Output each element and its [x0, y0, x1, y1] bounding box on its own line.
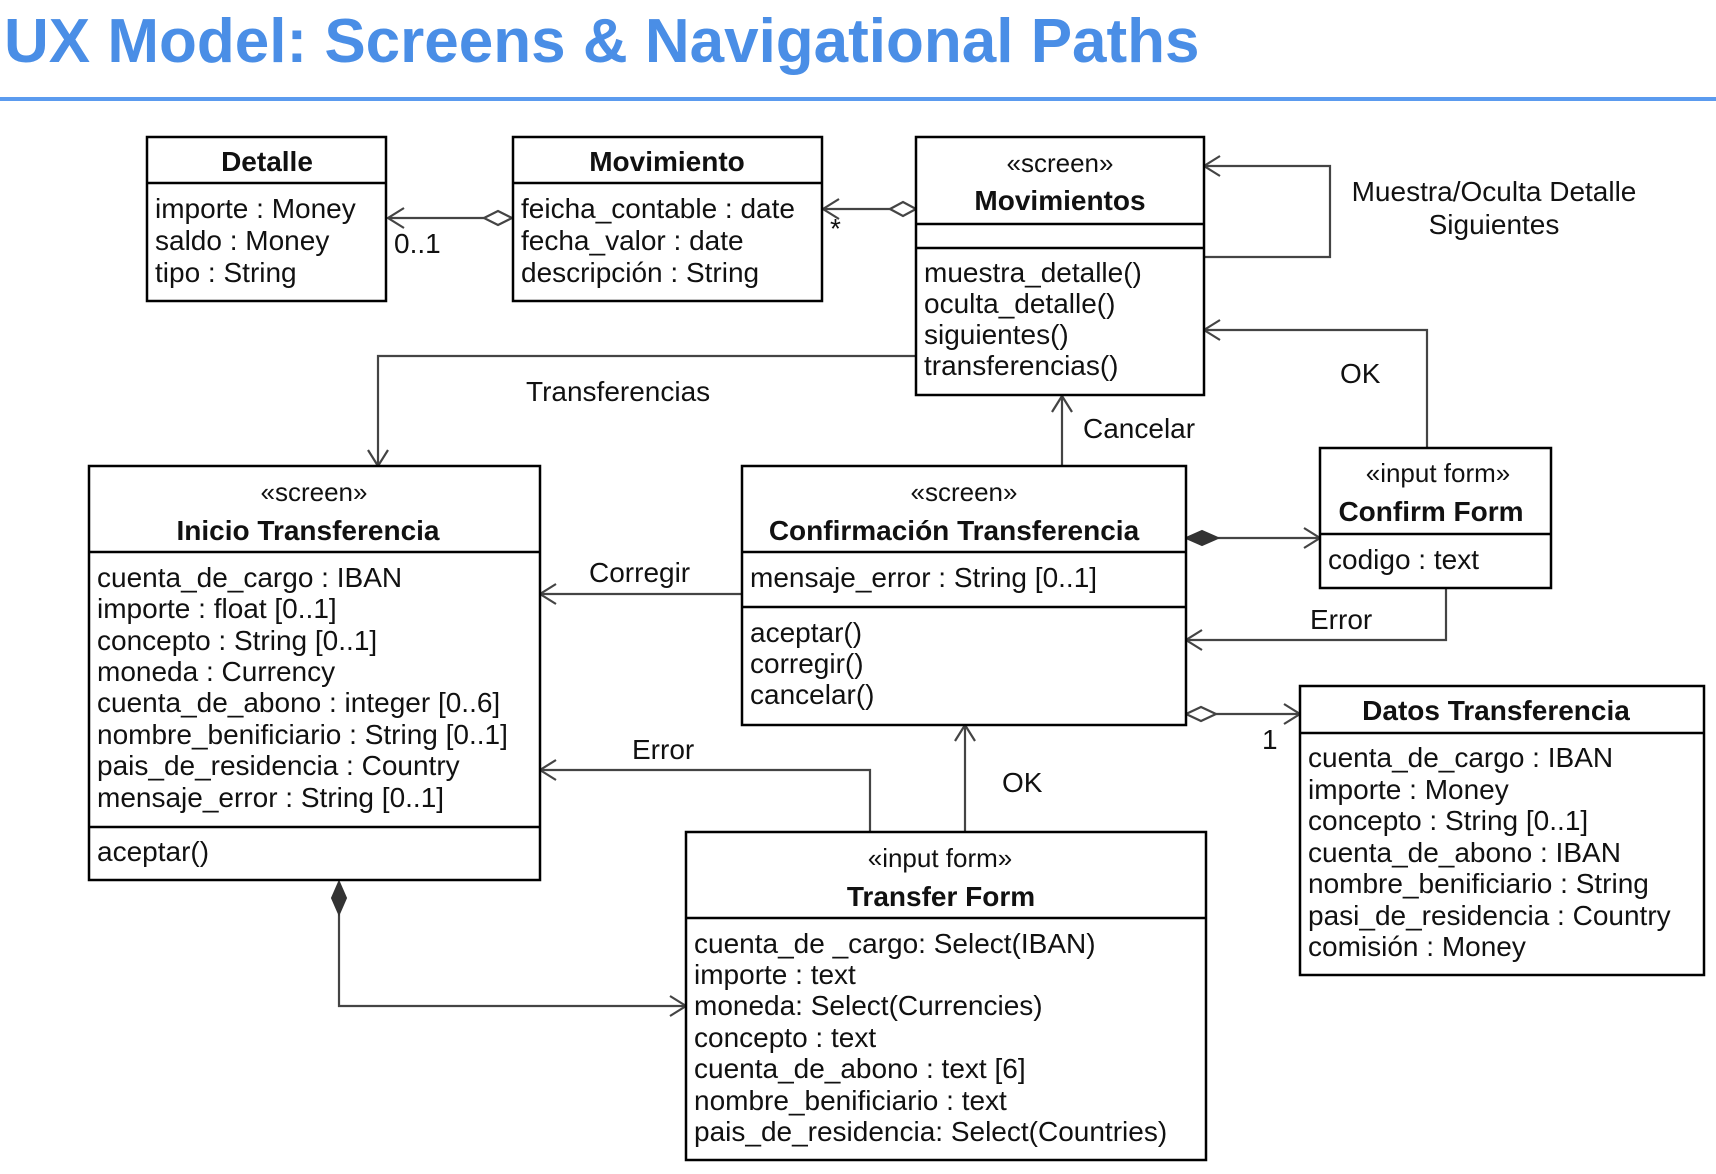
- edge-movimientos-movimiento: *: [820, 198, 919, 244]
- class-detalle: Detalle importe : Money saldo : Money ti…: [145, 135, 388, 303]
- class-datos-transferencia: Datos Transferencia cuenta_de_cargo : IB…: [1298, 684, 1706, 977]
- class-inicio-transferencia-screen: «screen» Inicio Transferencia cuenta_de_…: [87, 464, 542, 882]
- page-title: UX Model: Screens & Navigational Paths: [4, 7, 1200, 76]
- edge-confirm-error: Error: [1183, 588, 1448, 651]
- attribute: cuenta_de_abono : integer [0..6]: [97, 687, 500, 718]
- attribute: importe : text: [694, 959, 856, 990]
- attribute: pais_de_residencia : Country: [97, 750, 460, 781]
- attribute: importe : float [0..1]: [97, 593, 337, 624]
- stereotype: «input form»: [868, 843, 1013, 873]
- attribute: nombre_benificiario : String [0..1]: [97, 719, 508, 750]
- stereotype: «screen»: [261, 477, 368, 507]
- edge-transferencias: Transferencias: [367, 354, 915, 469]
- attribute: descripción : String: [521, 257, 759, 288]
- class-name: Inicio Transferencia: [177, 515, 440, 546]
- attribute: concepto : text: [694, 1022, 876, 1053]
- class-name: Movimientos: [974, 185, 1145, 216]
- operation: corregir(): [750, 648, 864, 679]
- class-movimiento: Movimiento feicha_contable : date fecha_…: [511, 135, 824, 303]
- attribute: cuenta_de_cargo : IBAN: [1308, 742, 1613, 773]
- class-confirm-form: «input form» Confirm Form codigo : text: [1318, 446, 1553, 590]
- attribute: codigo : text: [1328, 544, 1479, 575]
- label-ok-confirm: OK: [1340, 358, 1381, 389]
- attribute: concepto : String [0..1]: [97, 625, 377, 656]
- label-error-confirm: Error: [1310, 604, 1372, 635]
- attribute: importe : Money: [1308, 774, 1509, 805]
- multiplicity-1: 1: [1262, 724, 1278, 755]
- title-divider: [0, 97, 1716, 101]
- attribute: mensaje_error : String [0..1]: [750, 562, 1097, 593]
- attribute: feicha_contable : date: [521, 193, 795, 224]
- attribute: nombre_benificiario : text: [694, 1085, 1007, 1116]
- attribute: nombre_benificiario : String: [1308, 868, 1649, 899]
- class-name: Detalle: [221, 146, 313, 177]
- attribute: comisión : Money: [1308, 931, 1526, 962]
- operation: aceptar(): [750, 617, 862, 648]
- stereotype: «screen»: [911, 477, 1018, 507]
- label-cancelar: Cancelar: [1083, 413, 1195, 444]
- class-confirmacion-transferencia-screen: «screen» Confirmación Transferencia mens…: [740, 464, 1188, 727]
- stereotype: «input form»: [1366, 458, 1511, 488]
- edge-confirmacion-confirmform: [1183, 527, 1323, 549]
- operation: siguientes(): [924, 319, 1069, 350]
- self-loop-label-1: Muestra/Oculta Detalle: [1352, 176, 1637, 207]
- class-name: Confirmación Transferencia: [769, 515, 1140, 546]
- operation: oculta_detalle(): [924, 288, 1115, 319]
- class-movimientos-screen: «screen» Movimientos muestra_detalle() o…: [914, 135, 1206, 397]
- edge-transfer-ok: OK: [954, 722, 1043, 832]
- edge-self-loop-movimientos: Muestra/Oculta Detalle Siguientes: [1201, 155, 1637, 259]
- label-transferencias: Transferencias: [526, 376, 710, 407]
- attribute: moneda : Currency: [97, 656, 335, 687]
- edge-confirmacion-datos: 1: [1183, 703, 1303, 755]
- label-error-transfer: Error: [632, 734, 694, 765]
- attribute: cuenta_de _cargo: Select(IBAN): [694, 928, 1096, 959]
- multiplicity-0-1: 0..1: [394, 228, 441, 259]
- operation: aceptar(): [97, 836, 209, 867]
- attribute: fecha_valor : date: [521, 225, 744, 256]
- class-name: Transfer Form: [847, 881, 1035, 912]
- class-transfer-form: «input form» Transfer Form cuenta_de _ca…: [684, 830, 1208, 1162]
- operation: transferencias(): [924, 350, 1119, 381]
- edge-confirm-ok: OK: [1201, 319, 1429, 448]
- label-corregir: Corregir: [589, 557, 690, 588]
- operation: cancelar(): [750, 679, 874, 710]
- attribute: tipo : String: [155, 257, 297, 288]
- attribute: pais_de_residencia: Select(Countries): [694, 1116, 1167, 1147]
- edge-inicio-transferform: [330, 879, 689, 1017]
- edge-corregir: Corregir: [537, 557, 742, 605]
- label-ok-transfer: OK: [1002, 767, 1043, 798]
- class-name: Confirm Form: [1338, 496, 1523, 527]
- attribute: cuenta_de_abono : text [6]: [694, 1053, 1026, 1084]
- self-loop-label-2: Siguientes: [1429, 209, 1560, 240]
- attribute: mensaje_error : String [0..1]: [97, 782, 444, 813]
- class-name: Movimiento: [589, 146, 745, 177]
- attribute: moneda: Select(Currencies): [694, 990, 1043, 1021]
- attribute: pasi_de_residencia : Country: [1308, 900, 1671, 931]
- edge-cancelar: Cancelar: [1051, 393, 1195, 466]
- attribute: concepto : String [0..1]: [1308, 805, 1588, 836]
- attribute: importe : Money: [155, 193, 356, 224]
- stereotype: «screen»: [1007, 148, 1114, 178]
- attribute: saldo : Money: [155, 225, 329, 256]
- attribute: cuenta_de_cargo : IBAN: [97, 562, 402, 593]
- edge-movimiento-detalle: 0..1: [385, 207, 515, 259]
- attribute: cuenta_de_abono : IBAN: [1308, 837, 1621, 868]
- class-name: Datos Transferencia: [1362, 695, 1630, 726]
- operation: muestra_detalle(): [924, 257, 1142, 288]
- edge-transfer-error: Error: [537, 734, 872, 832]
- multiplicity-star: *: [830, 213, 841, 244]
